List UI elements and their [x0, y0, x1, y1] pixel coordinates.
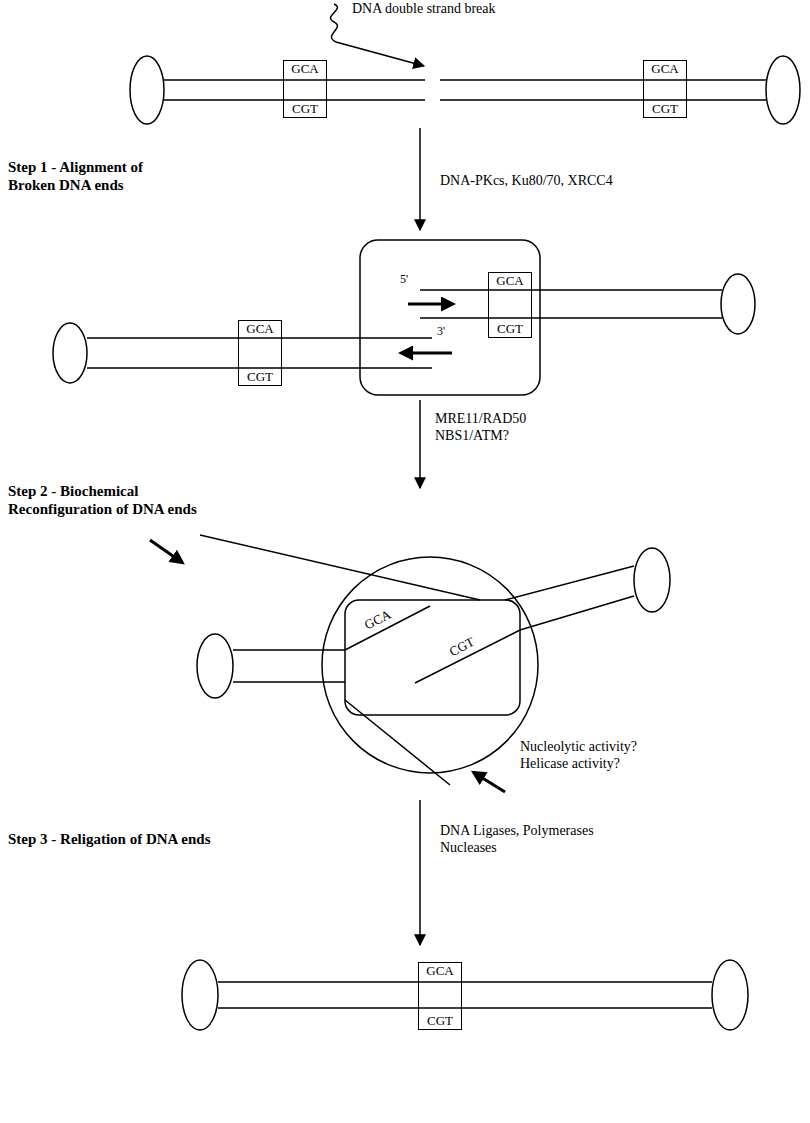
direction-arrow	[150, 540, 180, 561]
base-triplet: GCA	[426, 964, 453, 978]
dna-end-cap	[721, 274, 755, 334]
dna-strand	[164, 80, 425, 100]
direction-arrow	[404, 352, 452, 355]
base-triplet: GCA	[496, 274, 523, 288]
sequence-box: GCA CGT	[283, 60, 327, 118]
base-triplet: CGT	[447, 635, 477, 659]
dna-strand	[420, 290, 722, 318]
step-label: Step 3 - Religation of DNA ends	[8, 830, 328, 848]
dna-strand	[505, 566, 634, 630]
dna-end-cap	[766, 56, 800, 124]
base-triplet: CGT	[247, 370, 273, 384]
enzyme-label: DNA Ligases, Polymerases Nucleases	[440, 822, 622, 856]
dna-strand	[87, 338, 432, 368]
base-triplet: GCA	[246, 322, 273, 336]
repaired-dna	[182, 960, 748, 1030]
dna-end-cap	[197, 634, 233, 698]
step-arrow	[419, 800, 421, 945]
sequence-box: GCA CGT	[238, 320, 282, 386]
protein-label: MRE11/RAD50 NBS1/ATM?	[435, 410, 547, 444]
step-label: Step 2 - Biochemical Reconfiguration of …	[8, 482, 233, 518]
aligned-dna	[53, 240, 755, 395]
processing-frame	[345, 600, 520, 715]
base-triplet: GCA	[362, 608, 393, 633]
dna-strand	[218, 982, 712, 1008]
base-triplet: CGT	[652, 102, 678, 116]
dna-end-cap	[53, 323, 87, 383]
base-triplet: CGT	[497, 322, 523, 336]
strand-end-label: 3'	[437, 324, 445, 338]
step-label: Step 1 - Alignment of Broken DNA ends	[8, 158, 186, 194]
base-triplet: CGT	[427, 1014, 453, 1028]
strand-end-label: 5'	[400, 272, 408, 286]
protein-label: DNA-PKcs, Ku80/70, XRCC4	[440, 172, 770, 189]
dna-strand	[345, 700, 450, 785]
sequence-box: GCA CGT	[643, 60, 687, 118]
single-strand	[345, 606, 430, 650]
step-arrow	[419, 128, 421, 230]
dna-end-cap	[634, 548, 670, 612]
dna-end-cap	[182, 960, 218, 1030]
dna-strand	[233, 650, 345, 682]
direction-arrow	[408, 303, 450, 306]
dna-end-cap	[712, 960, 748, 1030]
break-label: DNA double strand break	[352, 0, 592, 17]
dna-end-cap	[130, 56, 164, 124]
single-strand	[415, 630, 520, 683]
activity-label: Nucleolytic activity? Helicase activity?	[520, 738, 662, 772]
base-triplet: CGT	[292, 102, 318, 116]
base-triplet: GCA	[651, 62, 678, 76]
reconfigured-dna	[150, 535, 670, 792]
sequence-box: GCA CGT	[488, 272, 532, 338]
base-triplet: GCA	[291, 62, 318, 76]
direction-arrow	[476, 774, 505, 792]
dna-strand	[440, 80, 766, 100]
broken-dna	[130, 4, 800, 124]
processing-circle	[322, 557, 538, 773]
sequence-box: GCA CGT	[418, 962, 462, 1030]
step-arrow	[419, 400, 421, 488]
dna-strand	[200, 535, 480, 600]
